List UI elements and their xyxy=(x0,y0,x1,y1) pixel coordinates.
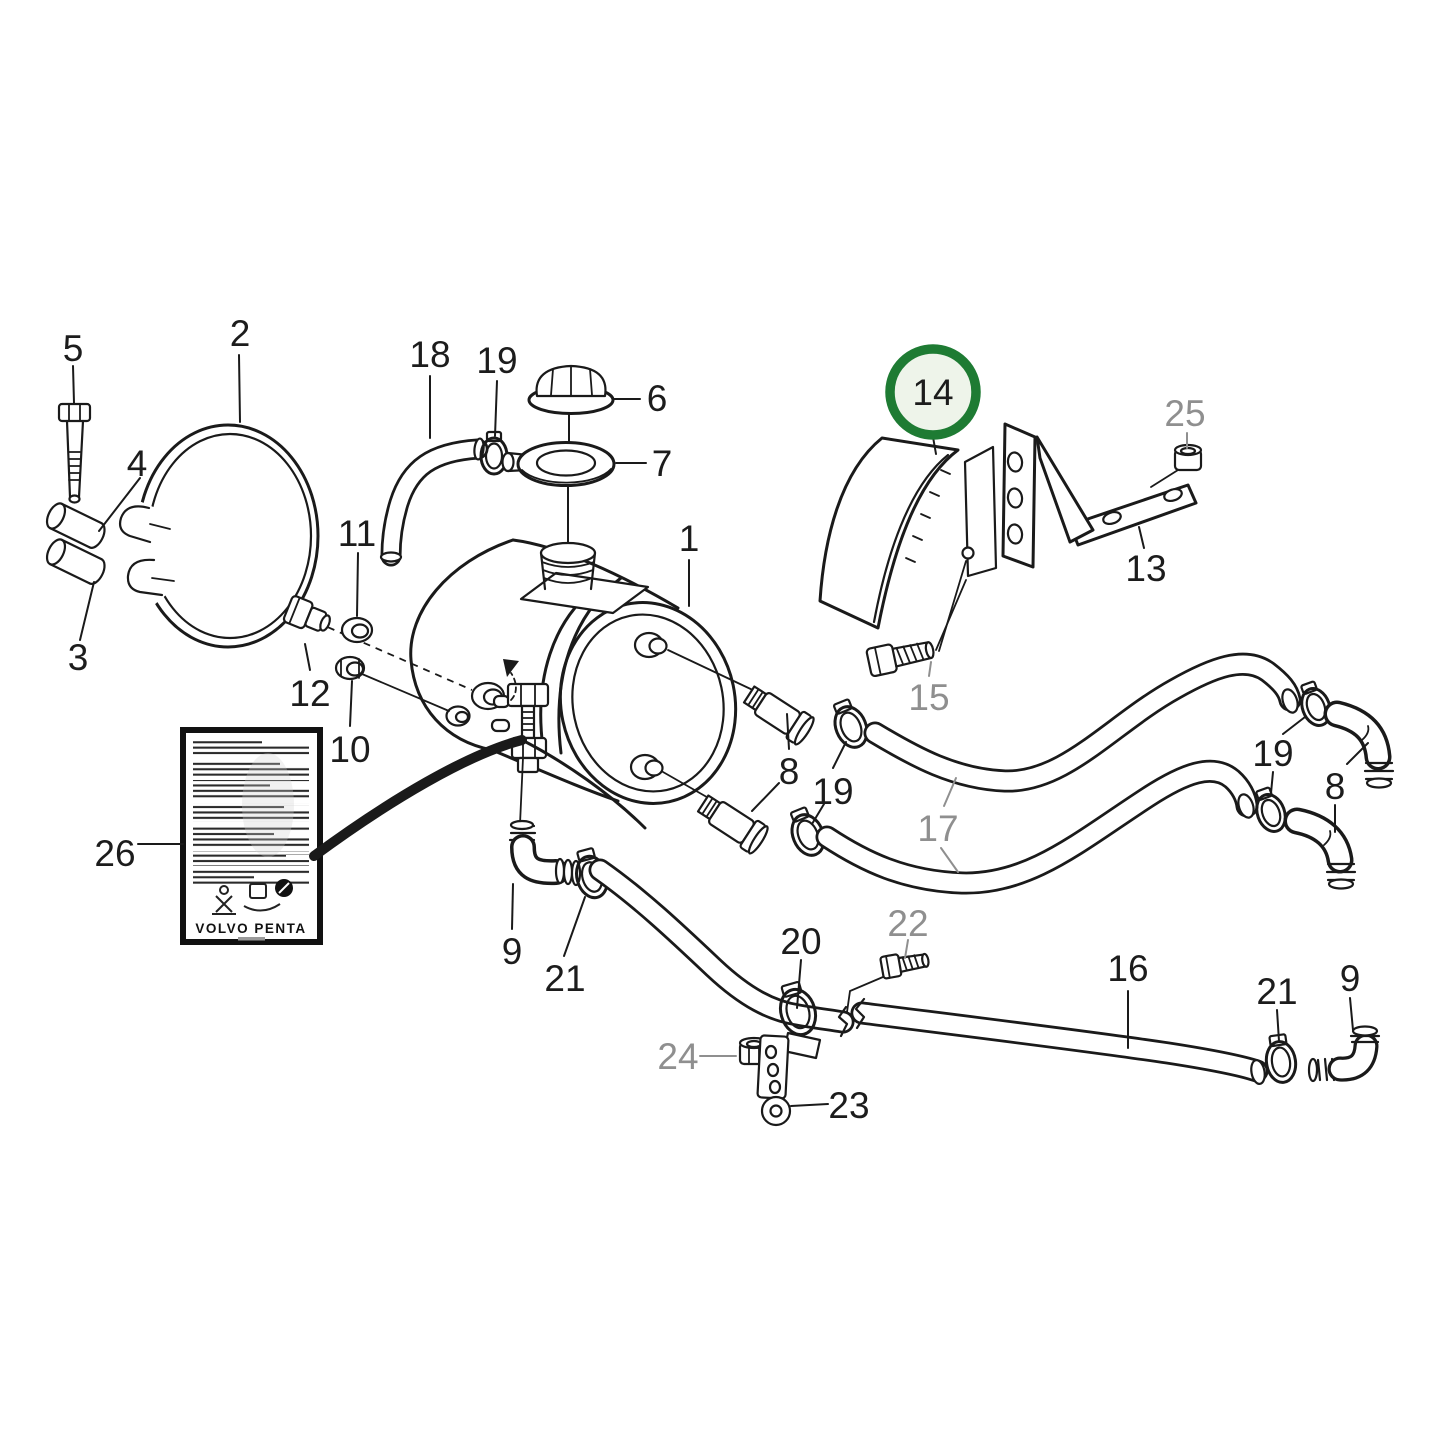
bolt-22 xyxy=(879,952,930,980)
callout-8-right: 8 xyxy=(1325,766,1346,807)
callout-1: 1 xyxy=(679,518,700,559)
callout-16: 16 xyxy=(1107,948,1148,989)
callout-17: 17 xyxy=(917,808,958,849)
decal-pictogram-right xyxy=(243,879,293,912)
callout-15: 15 xyxy=(908,677,949,718)
callout-7: 7 xyxy=(652,443,673,484)
elbow-9-right xyxy=(1307,1025,1381,1083)
filler-neck xyxy=(539,541,597,591)
callout-9-right: 9 xyxy=(1340,958,1361,999)
callout-10: 10 xyxy=(329,729,370,770)
hose-16 xyxy=(850,997,1269,1085)
callout-23: 23 xyxy=(828,1085,869,1126)
elbow-8-right-upper xyxy=(1323,700,1395,789)
bolt-15 xyxy=(865,641,935,678)
pin-4 xyxy=(45,502,106,549)
callout-26: 26 xyxy=(94,833,135,874)
filler-cap-6 xyxy=(527,364,615,415)
callout-3: 3 xyxy=(68,637,89,678)
nut-25 xyxy=(1173,443,1203,472)
hose-clamp-19-right-upper xyxy=(1300,680,1332,727)
callout-9-left: 9 xyxy=(502,931,523,972)
callout-13: 13 xyxy=(1125,548,1166,589)
hose-clamp-21-right xyxy=(1264,1033,1298,1084)
nut-10 xyxy=(334,655,366,681)
port-boss-upper xyxy=(633,631,668,659)
plug-12 xyxy=(282,595,331,632)
drain-hole-small xyxy=(445,705,471,727)
callout-21-left: 21 xyxy=(544,958,585,999)
decal-pictogram-left xyxy=(212,885,236,915)
callout-19-left: 19 xyxy=(812,771,853,812)
elbow-9-left xyxy=(508,819,582,887)
callout-25: 25 xyxy=(1164,393,1205,434)
callout-20: 20 xyxy=(780,921,821,962)
bracket-13 xyxy=(1001,422,1198,569)
bolt-5 xyxy=(57,402,92,504)
elbow-8-right-lower xyxy=(1283,807,1357,890)
leader-lines xyxy=(72,354,1369,1107)
decal-pointer xyxy=(309,735,647,861)
callout-labels: 5 2 18 19 6 7 14 25 4 1 13 3 11 12 10 15… xyxy=(63,313,1361,1126)
callout-8-left: 8 xyxy=(779,751,800,792)
tank-1 xyxy=(409,538,738,805)
hose-clamp-19-left-upper xyxy=(832,698,869,749)
pin-3 xyxy=(45,538,106,585)
highlight-ring xyxy=(885,344,981,440)
callout-14-highlighted: 14 xyxy=(912,372,953,413)
band-clamp-2 xyxy=(118,423,320,649)
callout-18: 18 xyxy=(409,334,450,375)
decal-26: VOLVO PENTA xyxy=(180,727,323,945)
callout-12: 12 xyxy=(289,673,330,714)
callout-19-right: 19 xyxy=(1252,733,1293,774)
callout-19-top: 19 xyxy=(476,340,517,381)
mount-plate-14 xyxy=(961,445,998,578)
decal-brand-text: VOLVO PENTA xyxy=(195,921,306,936)
hose-17-lower xyxy=(815,759,1259,895)
hose-clamp-21-left xyxy=(575,847,609,900)
callout-21-right: 21 xyxy=(1256,971,1297,1012)
callout-2: 2 xyxy=(230,313,251,354)
callout-22: 22 xyxy=(887,903,928,944)
callout-6: 6 xyxy=(647,378,668,419)
callout-24: 24 xyxy=(657,1036,698,1077)
seal-ring-7 xyxy=(501,441,616,487)
callout-11: 11 xyxy=(338,513,376,554)
nipple-8-lower xyxy=(696,794,769,855)
callout-5: 5 xyxy=(63,328,84,369)
hose-clamp-19-right-lower xyxy=(1255,786,1287,833)
port-boss-lower xyxy=(629,753,664,781)
rubber-pad-14 xyxy=(818,436,960,630)
hose-17-upper xyxy=(863,652,1302,793)
hose-18 xyxy=(379,437,489,567)
bracket-strap-23 xyxy=(756,1034,792,1127)
callout-4: 4 xyxy=(127,443,148,484)
nipple-8-upper xyxy=(742,685,815,746)
orientation-arrow xyxy=(503,659,519,701)
washer-11 xyxy=(340,616,374,644)
